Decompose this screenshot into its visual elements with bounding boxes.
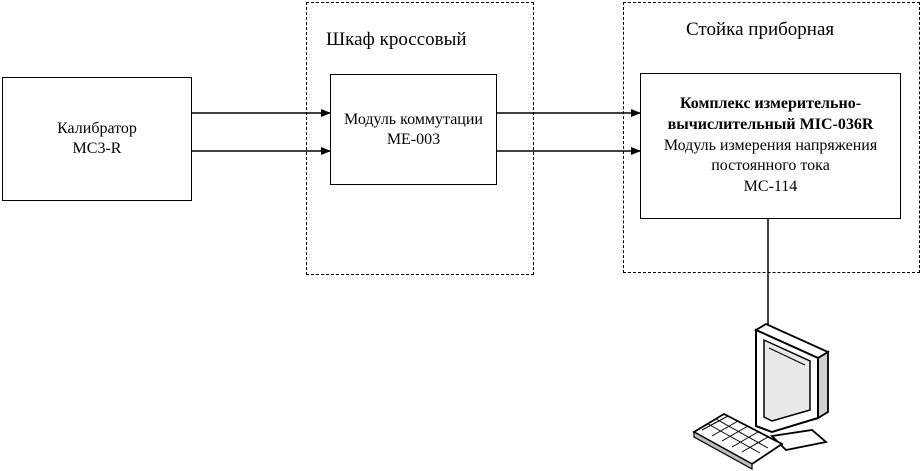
measurement-complex-box: Комплекс измерительно- вычислительный МІ… bbox=[640, 73, 901, 219]
calibrator-model: МС3-R bbox=[72, 140, 122, 157]
group-instrument-rack bbox=[623, 2, 920, 273]
complex-module-line2: постоянного тока bbox=[711, 157, 830, 175]
complex-module-line1: Модуль измерения напряжения bbox=[663, 136, 878, 154]
switch-module-label: Модуль коммутации bbox=[344, 110, 483, 128]
complex-title-line1: Комплекс измерительно- bbox=[679, 95, 862, 112]
group-instrument-rack-title: Стойка приборная bbox=[686, 19, 835, 40]
calibrator-label: Калибратор bbox=[57, 120, 137, 137]
switch-module-box: Модуль коммутации МЕ-003 bbox=[330, 74, 497, 185]
group-cross-cabinet-title: Шкаф кроссовый bbox=[326, 29, 467, 50]
calibrator-box: Калибратор МС3-R bbox=[2, 77, 192, 201]
complex-title-line2: вычислительный МІС-036R bbox=[667, 115, 874, 133]
complex-module-model: МС-114 bbox=[743, 178, 798, 196]
computer-icon bbox=[692, 322, 830, 471]
group-cross-cabinet bbox=[306, 2, 534, 275]
switch-module-model: МЕ-003 bbox=[386, 130, 441, 148]
